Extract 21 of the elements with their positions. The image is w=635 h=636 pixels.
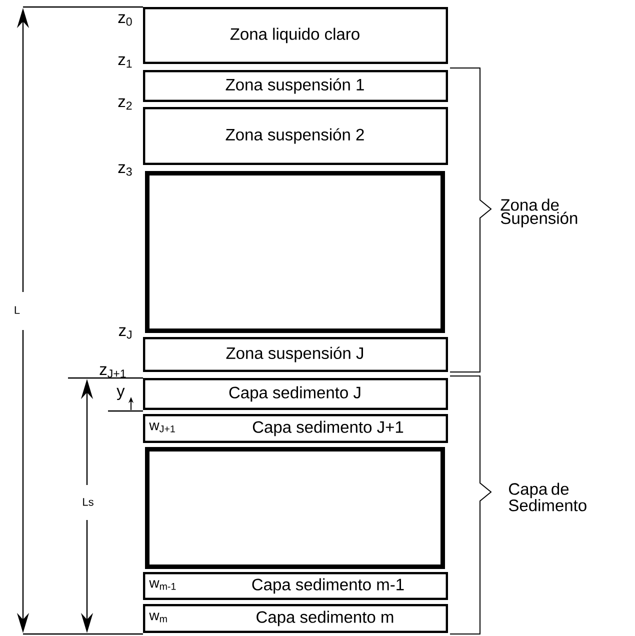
layer-box: Zona suspensión J	[143, 337, 448, 372]
level-label: z$_{1}$	[118, 56, 132, 68]
empty-layer-box	[145, 171, 445, 333]
level-label: z$_{0}$	[118, 14, 132, 26]
layer-box: w$_{J+1}$ Capa sedimento J+1	[143, 414, 448, 443]
dimension-label: Ls	[83, 498, 94, 506]
empty-layer-box	[145, 447, 445, 569]
layer-box: Zona liquido claro	[143, 7, 448, 64]
level-label: z$_{J}$	[118, 327, 132, 339]
layer-box: w$_{m}$ Capa sedimento m	[143, 604, 448, 633]
bracket-label: Zona de Supensión	[500, 198, 578, 228]
level-label: z$_{2}$	[118, 98, 132, 110]
layer-box: Capa sedimento J	[143, 378, 448, 410]
level-label: z$_{3}$	[118, 164, 132, 176]
level-label: y	[116, 388, 125, 400]
dimension-label: L	[14, 306, 20, 314]
layer-box: w$_{m-1}$ Capa sedimento m-1	[143, 572, 448, 600]
bracket-label: Capa de Sedimento	[508, 482, 586, 512]
layer-box: Zona suspensión 1	[143, 70, 448, 102]
layer-box: Zona suspensión 2	[143, 107, 448, 165]
level-label: z$_{J+1}$	[100, 366, 126, 378]
